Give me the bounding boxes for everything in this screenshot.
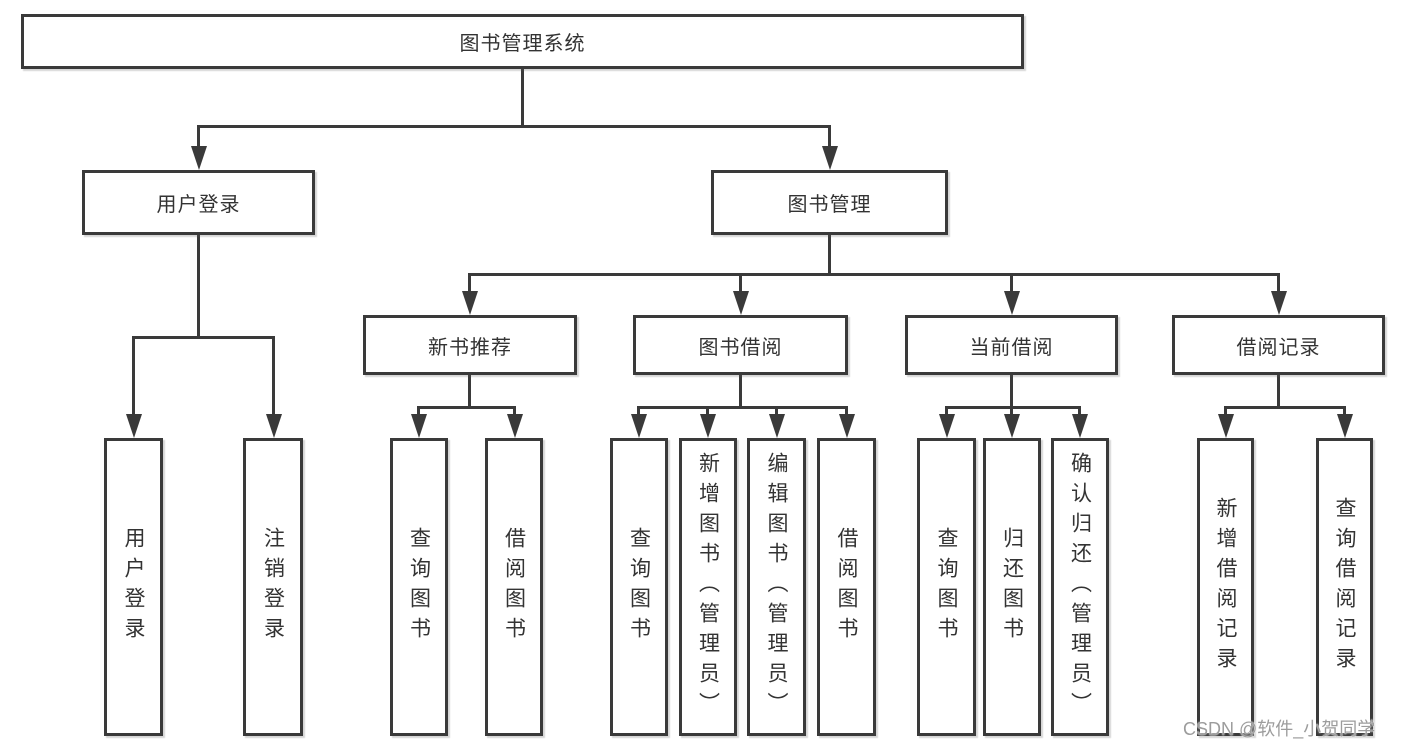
leaf-return-books-label: 归还图书 (1000, 527, 1024, 647)
connector-vline (828, 235, 831, 276)
node-user-login: 用户登录 (82, 170, 315, 235)
arrowhead-down-icon (768, 414, 785, 438)
arrowhead-down-icon (461, 291, 478, 315)
leaf-recommend-borrow-books: 借阅图书 (485, 438, 543, 736)
node-current-borrow: 当前借阅 (905, 315, 1118, 375)
connector-vline (828, 125, 831, 153)
connector-vline (945, 406, 948, 420)
node-current-borrow-label: 当前借阅 (969, 336, 1054, 359)
leaf-recommend-query-books-label: 查询图书 (407, 527, 431, 647)
arrowhead-down-icon (1003, 414, 1020, 438)
connector-vline (1010, 375, 1013, 409)
connector-vline (1277, 375, 1280, 409)
leaf-user-login: 用户登录 (104, 438, 163, 736)
leaf-confirm-return-admin-label: 确认归还（管理员） (1068, 452, 1092, 722)
connector-vline (513, 406, 516, 420)
node-root: 图书管理系统 (21, 14, 1024, 69)
connector-vline (521, 69, 524, 128)
connector-hline (197, 125, 831, 128)
connector-vline (739, 273, 742, 297)
connector-hline (1224, 406, 1346, 409)
connector-vline (1010, 406, 1013, 420)
connector-hline (637, 406, 848, 409)
connector-vline (1010, 273, 1013, 297)
connector-hline (945, 406, 1081, 409)
arrowhead-down-icon (838, 414, 855, 438)
leaf-add-books-admin-label: 新增图书（管理员） (696, 452, 720, 722)
leaf-add-borrow-record-label: 新增借阅记录 (1214, 497, 1237, 677)
connector-vline (637, 406, 640, 420)
connector-hline (468, 273, 1280, 276)
arrowhead-down-icon (125, 414, 142, 438)
connector-vline (845, 406, 848, 420)
leaf-borrow-books: 借阅图书 (817, 438, 876, 736)
node-book-borrow: 图书借阅 (633, 315, 848, 375)
connector-vline (272, 336, 275, 418)
arrowhead-down-icon (630, 414, 647, 438)
node-borrow-records-label: 借阅记录 (1236, 336, 1321, 359)
arrowhead-down-icon (821, 146, 838, 170)
leaf-borrow-books-label: 借阅图书 (835, 527, 858, 647)
arrowhead-down-icon (190, 146, 207, 170)
leaf-current-query-books-label: 查询图书 (935, 527, 958, 647)
arrowhead-down-icon (1270, 291, 1287, 315)
connector-hline (417, 406, 516, 409)
connector-vline (197, 125, 200, 153)
arrowhead-down-icon (1003, 291, 1020, 315)
node-book-borrow-label: 图书借阅 (698, 336, 783, 359)
leaf-query-borrow-record-label: 查询借阅记录 (1333, 497, 1356, 677)
node-borrow-records: 借阅记录 (1172, 315, 1385, 375)
arrowhead-down-icon (506, 414, 523, 438)
arrowhead-down-icon (1071, 414, 1088, 438)
connector-vline (1078, 406, 1081, 420)
leaf-borrow-query-books: 查询图书 (610, 438, 668, 736)
leaf-borrow-query-books-label: 查询图书 (627, 527, 651, 647)
connector-hline (132, 336, 275, 339)
node-new-book-recommend: 新书推荐 (363, 315, 577, 375)
leaf-current-query-books: 查询图书 (917, 438, 976, 736)
leaf-add-borrow-record: 新增借阅记录 (1197, 438, 1254, 736)
leaf-logout-label: 注销登录 (261, 527, 285, 647)
leaf-user-login-label: 用户登录 (122, 527, 145, 647)
arrowhead-down-icon (1217, 414, 1234, 438)
node-new-book-recommend-label: 新书推荐 (428, 336, 512, 359)
arrowhead-down-icon (265, 414, 282, 438)
node-book-management-label: 图书管理 (787, 194, 872, 216)
connector-vline (1277, 273, 1280, 297)
arrowhead-down-icon (699, 414, 716, 438)
connector-vline (706, 406, 709, 420)
node-root-label: 图书管理系统 (459, 33, 586, 55)
watermark: CSDN @软件_小贺同学 (1183, 719, 1376, 739)
arrowhead-down-icon (732, 291, 749, 315)
leaf-query-borrow-record: 查询借阅记录 (1316, 438, 1373, 736)
node-user-login-label: 用户登录 (156, 194, 241, 216)
connector-vline (775, 406, 778, 420)
leaf-recommend-borrow-books-label: 借阅图书 (502, 527, 526, 647)
arrowhead-down-icon (1336, 414, 1353, 438)
arrowhead-down-icon (410, 414, 427, 438)
arrowhead-down-icon (938, 414, 955, 438)
leaf-recommend-query-books: 查询图书 (390, 438, 448, 736)
leaf-logout: 注销登录 (243, 438, 303, 736)
leaf-confirm-return-admin: 确认归还（管理员） (1051, 438, 1109, 736)
node-book-management: 图书管理 (711, 170, 948, 235)
leaf-edit-books-admin-label: 编辑图书（管理员） (765, 452, 788, 722)
leaf-edit-books-admin: 编辑图书（管理员） (747, 438, 806, 736)
connector-vline (197, 235, 200, 339)
leaf-add-books-admin: 新增图书（管理员） (679, 438, 737, 736)
connector-vline (468, 273, 471, 297)
connector-vline (1343, 406, 1346, 420)
leaf-return-books: 归还图书 (983, 438, 1041, 736)
connector-vline (739, 375, 742, 409)
connector-vline (417, 406, 420, 420)
connector-vline (468, 375, 471, 409)
connector-vline (132, 336, 135, 418)
connector-vline (1224, 406, 1227, 420)
